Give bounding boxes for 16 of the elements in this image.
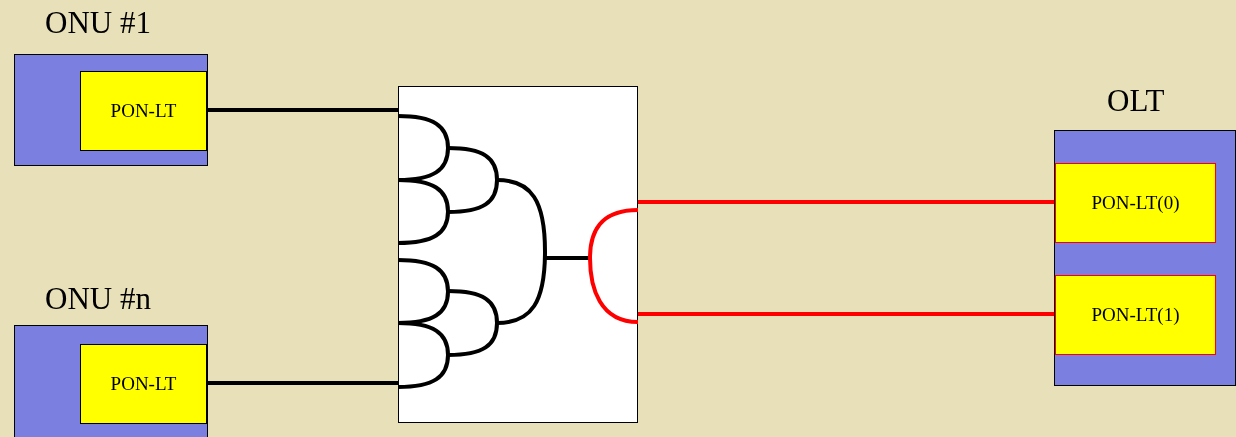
fiber-line — [638, 200, 1054, 204]
card-label: PON-LT(1) — [1091, 304, 1180, 326]
card-box — [80, 71, 207, 151]
fiber-line — [206, 108, 398, 112]
device-title: OLT — [1107, 83, 1165, 119]
device-title: ONU #1 — [45, 5, 151, 41]
card-box — [1055, 275, 1216, 355]
card-label: PON-LT — [110, 100, 177, 122]
card-label: PON-LT — [110, 373, 177, 395]
card-box — [80, 344, 207, 424]
splitter-box — [398, 86, 638, 423]
fiber-line — [206, 381, 398, 385]
device-title: ONU #n — [45, 281, 151, 317]
fiber-line — [638, 312, 1054, 316]
card-label: PON-LT(0) — [1091, 192, 1180, 214]
card-box — [1055, 163, 1216, 243]
